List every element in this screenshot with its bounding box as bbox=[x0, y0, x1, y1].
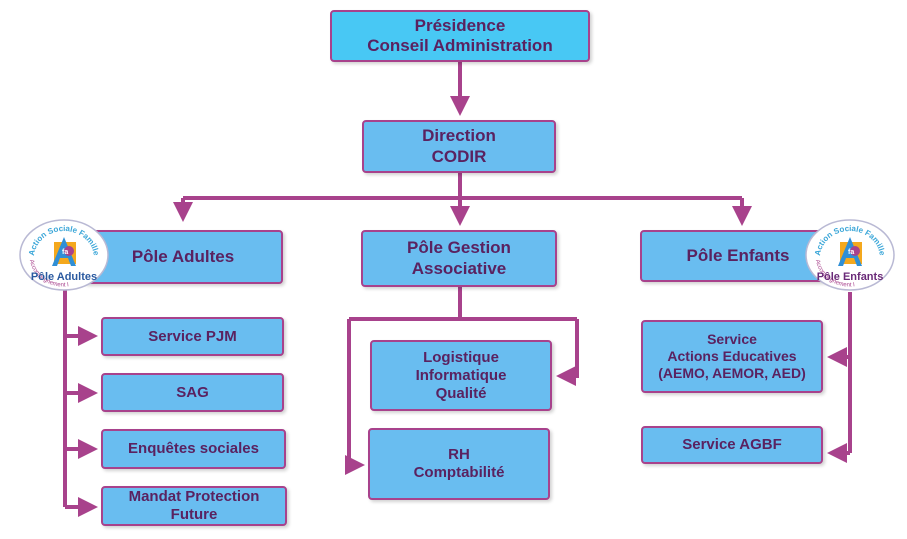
logo-pole-enfants: Action Sociale Famille Accompagnement In… bbox=[804, 218, 895, 291]
node-pole-adultes-label: Pôle Adultes bbox=[131, 246, 235, 266]
node-direction-line2: CODIR bbox=[431, 146, 487, 166]
node-pole-adultes: Pôle Adultes bbox=[83, 230, 283, 284]
node-rh-line2: Comptabilité bbox=[413, 464, 505, 481]
node-service-ae-line2: Actions Educatives bbox=[667, 348, 797, 365]
svg-text:fa: fa bbox=[848, 249, 854, 256]
connector-to-logistique bbox=[556, 319, 579, 386]
node-enquetes-label: Enquêtes sociales bbox=[128, 440, 259, 457]
node-sag-label: SAG bbox=[176, 383, 209, 401]
node-service-ae-line1: Service bbox=[707, 331, 757, 348]
node-pole-enfants: Pôle Enfants bbox=[640, 230, 836, 282]
node-logistique-line1: Logistique bbox=[423, 348, 499, 366]
node-logistique-line3: Qualité bbox=[435, 384, 487, 402]
svg-text:fa: fa bbox=[62, 249, 68, 256]
node-service-pjm: Service PJM bbox=[101, 317, 284, 356]
logo-enfants-emblem: fa bbox=[838, 237, 862, 266]
node-direction-line1: Direction bbox=[422, 126, 496, 146]
node-pole-gestion-line2: Associative bbox=[411, 258, 507, 278]
logo-enfants-caption: Pôle Enfants bbox=[817, 271, 884, 283]
node-mandat-line2: Future bbox=[170, 506, 218, 523]
node-pole-enfants-label: Pôle Enfants bbox=[686, 245, 790, 265]
logo-adultes-caption: Pôle Adultes bbox=[31, 271, 97, 283]
node-service-ae-line3: (AEMO, AEMOR, AED) bbox=[658, 364, 806, 381]
logo-adultes-emblem: fa bbox=[52, 237, 76, 266]
node-sag: SAG bbox=[101, 373, 284, 412]
connector-to-rh bbox=[345, 319, 365, 475]
node-rh-line1: RH bbox=[448, 446, 470, 463]
node-logistique-line2: Informatique bbox=[415, 366, 507, 384]
node-mandat-line1: Mandat Protection bbox=[128, 488, 260, 505]
node-presidence-line2: Conseil Administration bbox=[367, 36, 553, 55]
logo-pole-adultes: Action Sociale Famille Accompagnement In… bbox=[18, 218, 109, 291]
node-service-agbf-label: Service AGBF bbox=[682, 436, 782, 453]
node-service-agbf: Service AGBF bbox=[641, 426, 823, 464]
node-service-pjm-label: Service PJM bbox=[148, 327, 237, 345]
node-pole-gestion-line1: Pôle Gestion bbox=[407, 238, 511, 258]
node-presidence-line1: Présidence bbox=[414, 15, 506, 35]
node-enquetes-sociales: Enquêtes sociales bbox=[101, 429, 286, 469]
